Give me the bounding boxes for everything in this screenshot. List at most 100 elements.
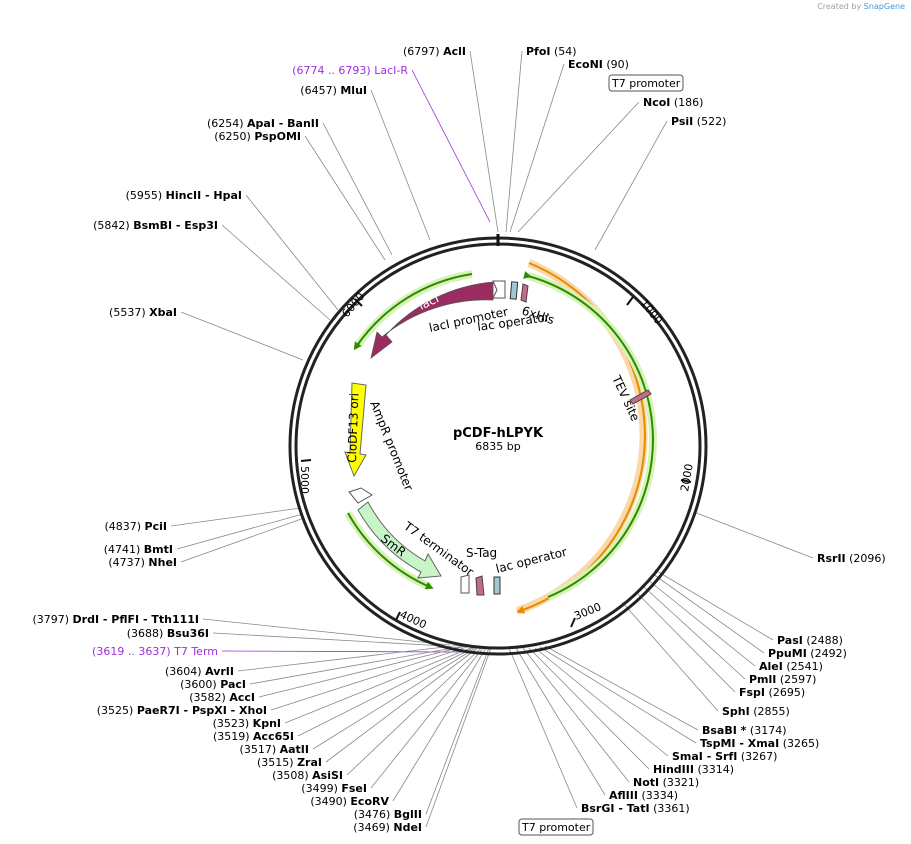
site-label[interactable]: (3515) ZraI xyxy=(257,756,322,769)
tev-site-box xyxy=(629,389,652,405)
site-name: PspOMI xyxy=(254,130,301,143)
site-name: NcoI xyxy=(643,96,670,109)
lac-operator-1-box xyxy=(509,281,519,300)
site-label[interactable]: NcoI (186) xyxy=(643,96,703,109)
site-label[interactable]: NotI (3321) xyxy=(633,776,699,789)
leader-line xyxy=(202,618,451,646)
site-label[interactable]: (6250) PspOMI xyxy=(214,130,301,143)
leader-line xyxy=(652,573,765,654)
leader-line xyxy=(312,646,478,750)
site-name: SmaI xyxy=(672,750,703,763)
site-name: LacI-R xyxy=(374,64,408,77)
site-name2: - BanII xyxy=(275,117,319,130)
site-pos: (2492) xyxy=(807,647,847,660)
site-label[interactable]: BsrGI - TatI (3361) xyxy=(581,802,690,815)
smr-arrow xyxy=(357,501,442,579)
site-pos: (3619 .. 3637) xyxy=(92,645,174,658)
site-pos: (90) xyxy=(603,58,629,71)
site-name: ApaI xyxy=(247,117,275,130)
site-label[interactable]: (3490) EcoRV xyxy=(310,795,389,808)
site-label[interactable]: AleI (2541) xyxy=(759,660,823,673)
leader-line xyxy=(237,644,463,672)
site-label[interactable]: HindIII (3314) xyxy=(653,763,734,776)
site-label[interactable]: (6797) AclI xyxy=(403,45,466,58)
site-label[interactable]: (3519) Acc65I xyxy=(213,730,294,743)
site-label[interactable]: SmaI - SrfI (3267) xyxy=(672,750,777,763)
site-pos: (6457) xyxy=(300,84,340,97)
site-label[interactable]: PfoI (54) xyxy=(526,45,577,58)
site-name2: - PflFI xyxy=(99,613,139,626)
site-label[interactable]: (3600) PacI xyxy=(180,678,246,691)
site-label[interactable]: BsaBI * (3174) xyxy=(702,724,787,737)
site-label[interactable]: AflIII (3334) xyxy=(609,789,678,802)
site-label[interactable]: (6457) MluI xyxy=(300,84,367,97)
leader-line xyxy=(304,135,386,261)
site-name: PpuMI xyxy=(768,647,807,660)
leader-line xyxy=(528,647,650,770)
leader-line xyxy=(221,650,459,653)
leader-line xyxy=(392,647,487,802)
site-label[interactable]: RsrII (2096) xyxy=(817,552,886,565)
t7-terminator-arrow xyxy=(460,574,470,594)
site-label[interactable]: FspI (2695) xyxy=(739,686,805,699)
site-label[interactable]: (3476) BglII xyxy=(354,808,422,821)
site-pos: (3525) xyxy=(97,704,137,717)
primer-label[interactable]: (3619 .. 3637) T7 Term xyxy=(92,645,218,658)
site-label[interactable]: (4741) BmtI xyxy=(104,543,173,556)
site-name: NdeI xyxy=(393,821,422,834)
site-label[interactable]: (3469) NdeI xyxy=(353,821,422,834)
site-label[interactable]: (5955) HincII - HpaI xyxy=(126,189,242,202)
site-label[interactable]: (3688) Bsu36I xyxy=(127,627,209,640)
site-label[interactable]: (3508) AsiSI xyxy=(272,769,343,782)
tick-5000: 5000 xyxy=(298,466,311,494)
site-pos: (2488) xyxy=(803,634,843,647)
site-label[interactable]: PmlI (2597) xyxy=(749,673,816,686)
laci-arrow xyxy=(370,281,494,359)
site-label[interactable]: (5842) BsmBI - Esp3I xyxy=(93,219,218,232)
site-label[interactable]: SphI (2855) xyxy=(722,705,790,718)
site-label[interactable]: PsiI (522) xyxy=(671,115,726,128)
leader-line xyxy=(245,194,339,311)
site-pos: (2541) xyxy=(783,660,823,673)
site-label[interactable]: (3797) DrdI - PflFI - Tth111I xyxy=(32,613,199,626)
site-pos: (3469) xyxy=(353,821,393,834)
site-label[interactable]: PasI (2488) xyxy=(777,634,843,647)
site-pos: (3604) xyxy=(165,665,205,678)
site-label[interactable]: TspMI - XmaI (3265) xyxy=(700,737,819,750)
plasmid-name: pCDF-hLPYK xyxy=(453,426,544,441)
site-label[interactable]: (4737) NheI xyxy=(108,556,177,569)
s-tag-label: S-Tag xyxy=(466,546,497,560)
leader-line xyxy=(425,647,492,828)
site-label[interactable]: (3604) AvrII xyxy=(165,665,234,678)
site-pos: (3174) xyxy=(746,724,786,737)
site-label[interactable]: (3525) PaeR7I - PspXI - XhoI xyxy=(97,704,267,717)
site-name: PsiI xyxy=(671,115,693,128)
site-label[interactable]: EcoNI (90) xyxy=(568,58,629,71)
site-label[interactable]: (3499) FseI xyxy=(301,782,367,795)
site-name: BmtI xyxy=(144,543,173,556)
site-name: AsiSI xyxy=(312,769,343,782)
site-pos: (2695) xyxy=(765,686,805,699)
site-pos: (3600) xyxy=(180,678,220,691)
site-label[interactable]: (4837) PciI xyxy=(104,520,167,533)
site-name: HincII xyxy=(166,189,202,202)
site-name: ZraI xyxy=(297,756,322,769)
leader-line xyxy=(346,647,482,776)
ampr-promoter-arrow xyxy=(348,487,373,504)
site-label[interactable]: PpuMI (2492) xyxy=(768,647,847,660)
leader-line xyxy=(411,69,491,223)
primer-label[interactable]: (6774 .. 6793) LacI-R xyxy=(292,64,408,77)
clodf13-ori-arrow xyxy=(344,382,367,478)
site-label[interactable]: (3582) AccI xyxy=(189,691,255,704)
site-label[interactable]: (6254) ApaI - BanII xyxy=(207,117,319,130)
site-pos: (5842) xyxy=(93,219,133,232)
site-label[interactable]: (5537) XbaI xyxy=(109,306,177,319)
lac-operator-2-box xyxy=(493,576,501,595)
site-label[interactable]: (3523) KpnI xyxy=(213,717,281,730)
leader-line xyxy=(654,569,774,641)
site-name: PaeR7I xyxy=(137,704,180,717)
site-label[interactable]: (3517) AatII xyxy=(240,743,309,756)
ampr-promoter-label: AmpR promoter xyxy=(367,399,416,493)
site-name: RsrII xyxy=(817,552,846,565)
